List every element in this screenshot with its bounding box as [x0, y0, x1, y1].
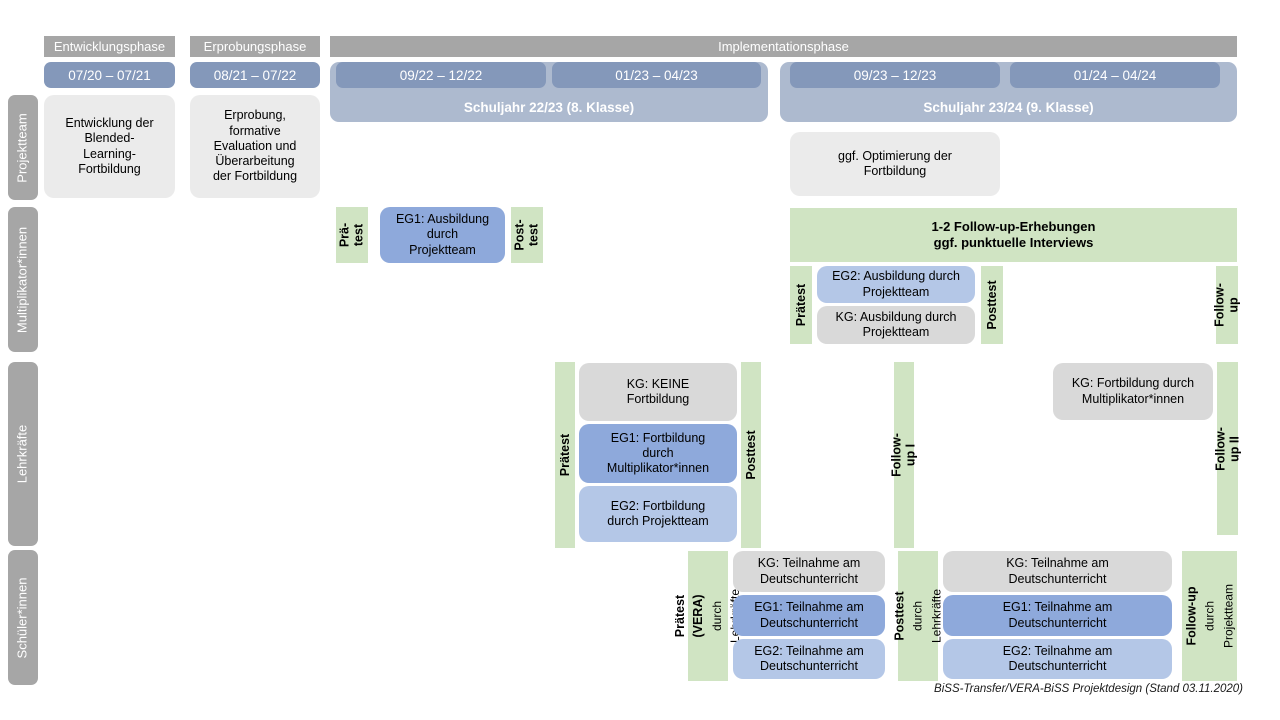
row-label-schuelerinnen: Schüler*innen — [8, 550, 38, 685]
followup-schueler-main: Follow-up — [1183, 586, 1198, 646]
bar-praetest-lehrkraefte-text: Prätest — [557, 433, 572, 477]
bar-followup-2-lehrkraefte-text: Follow-up II — [1213, 426, 1242, 471]
box-kg-teilnahme-1: KG: Teilnahme am Deutschunterricht — [733, 551, 885, 592]
date-bar-0124-0424: 01/24 – 04/24 — [1010, 62, 1220, 88]
bar-praetest-multiplikator-2-text: Prätest — [793, 283, 808, 327]
followup-schueler-sub: durch Projektteam — [1202, 583, 1235, 649]
row-label-multiplikatorinnen-text: Multiplikator*innen — [14, 226, 30, 333]
row-label-lehrkraefte: Lehrkräfte — [8, 362, 38, 546]
date-bar-0922-1222: 09/22 – 12/22 — [336, 62, 546, 88]
box-eg2-ausbildung-projektteam: EG2: Ausbildung durch Projektteam — [817, 266, 975, 303]
bar-followup-schueler: Follow-up durch Projektteam — [1182, 551, 1237, 681]
box-kg-keine-fortbildung: KG: KEINE Fortbildung — [579, 363, 737, 421]
phase-bar-entwicklungsphase: Entwicklungsphase — [44, 36, 175, 57]
posttest-schueler-main: Posttest — [892, 591, 907, 641]
row-label-schuelerinnen-text: Schüler*innen — [14, 577, 30, 658]
bar-posttest-multiplikator-2-text: Posttest — [984, 280, 999, 330]
bar-followup-multiplikator: Follow-up — [1213, 266, 1241, 344]
posttest-schueler-sub: durch Lehrkräfte — [910, 588, 944, 644]
box-eg1-teilnahme-2: EG1: Teilnahme am Deutschunterricht — [943, 595, 1172, 636]
row-label-projektteam-text: Projektteam — [14, 112, 30, 183]
box-kg-fortbildung-multiplikatorinnen: KG: Fortbildung durch Multiplikator*inne… — [1053, 363, 1213, 420]
bar-praetest-multiplikator-2: Prätest — [790, 266, 812, 344]
box-eg2-teilnahme-2: EG2: Teilnahme am Deutschunterricht — [943, 639, 1172, 679]
box-entwicklung-fortbildung: Entwicklung der Blended- Learning- Fortb… — [44, 95, 175, 198]
box-eg1-fortbildung-multiplikatorinnen: EG1: Fortbildung durch Multiplikator*inn… — [579, 424, 737, 483]
row-label-lehrkraefte-text: Lehrkräfte — [14, 424, 30, 484]
box-eg1-ausbildung-projektteam: EG1: Ausbildung durch Projektteam — [380, 207, 505, 263]
bar-praetest-multiplikator-1-text: Prä- test — [337, 222, 366, 248]
bar-followup-schueler-text: Follow-up durch Projektteam — [1182, 584, 1237, 648]
box-erprobung-evaluation: Erprobung, formative Evaluation und Über… — [190, 95, 320, 198]
box-kg-teilnahme-2: KG: Teilnahme am Deutschunterricht — [943, 551, 1172, 592]
praetest-vera-main: Prätest (VERA) — [673, 594, 706, 638]
box-eg2-fortbildung-projektteam: EG2: Fortbildung durch Projektteam — [579, 486, 737, 542]
bar-posttest-multiplikator-2: Posttest — [981, 266, 1003, 344]
box-ggf-optimierung: ggf. Optimierung der Fortbildung — [790, 132, 1000, 196]
box-eg1-teilnahme-1: EG1: Teilnahme am Deutschunterricht — [733, 595, 885, 636]
bar-followup-2-lehrkraefte: Follow-up II — [1213, 362, 1242, 535]
bar-praetest-multiplikator-1: Prä- test — [336, 207, 368, 263]
box-kg-ausbildung-projektteam: KG: Ausbildung durch Projektteam — [817, 306, 975, 344]
bar-posttest-multiplikator-1: Post- test — [511, 207, 543, 263]
box-followup-erhebungen: 1-2 Follow-up-Erhebungen ggf. punktuelle… — [790, 208, 1237, 262]
phase-bar-erprobungsphase: Erprobungsphase — [190, 36, 320, 57]
phase-bar-implementationsphase: Implementationsphase — [330, 36, 1237, 57]
row-label-multiplikatorinnen: Multiplikator*innen — [8, 207, 38, 352]
box-eg2-teilnahme-1: EG2: Teilnahme am Deutschunterricht — [733, 639, 885, 679]
bar-praetest-lehrkraefte: Prätest — [555, 362, 575, 548]
bar-posttest-multiplikator-1-text: Post- test — [512, 219, 541, 251]
date-bar-0720-0721: 07/20 – 07/21 — [44, 62, 175, 88]
bar-posttest-lehrkraefte-text: Posttest — [743, 430, 758, 480]
bar-followup-1-lehrkraefte-text: Follow-up I — [889, 433, 918, 477]
row-label-projektteam: Projektteam — [8, 95, 38, 200]
bar-followup-1-lehrkraefte: Follow-up I — [890, 362, 918, 548]
footer-caption: BiSS-Transfer/VERA-BiSS Projektdesign (S… — [934, 683, 1243, 695]
date-bar-0923-1223: 09/23 – 12/23 — [790, 62, 1000, 88]
date-bar-0821-0722: 08/21 – 07/22 — [190, 62, 320, 88]
bar-praetest-vera-schueler: Prätest (VERA)durch Lehrkräfte — [673, 551, 742, 681]
date-bar-0123-0423: 01/23 – 04/23 — [552, 62, 761, 88]
bar-posttest-lehrkraefte: Posttest — [741, 362, 761, 548]
bar-followup-multiplikator-text: Follow-up — [1212, 283, 1241, 327]
